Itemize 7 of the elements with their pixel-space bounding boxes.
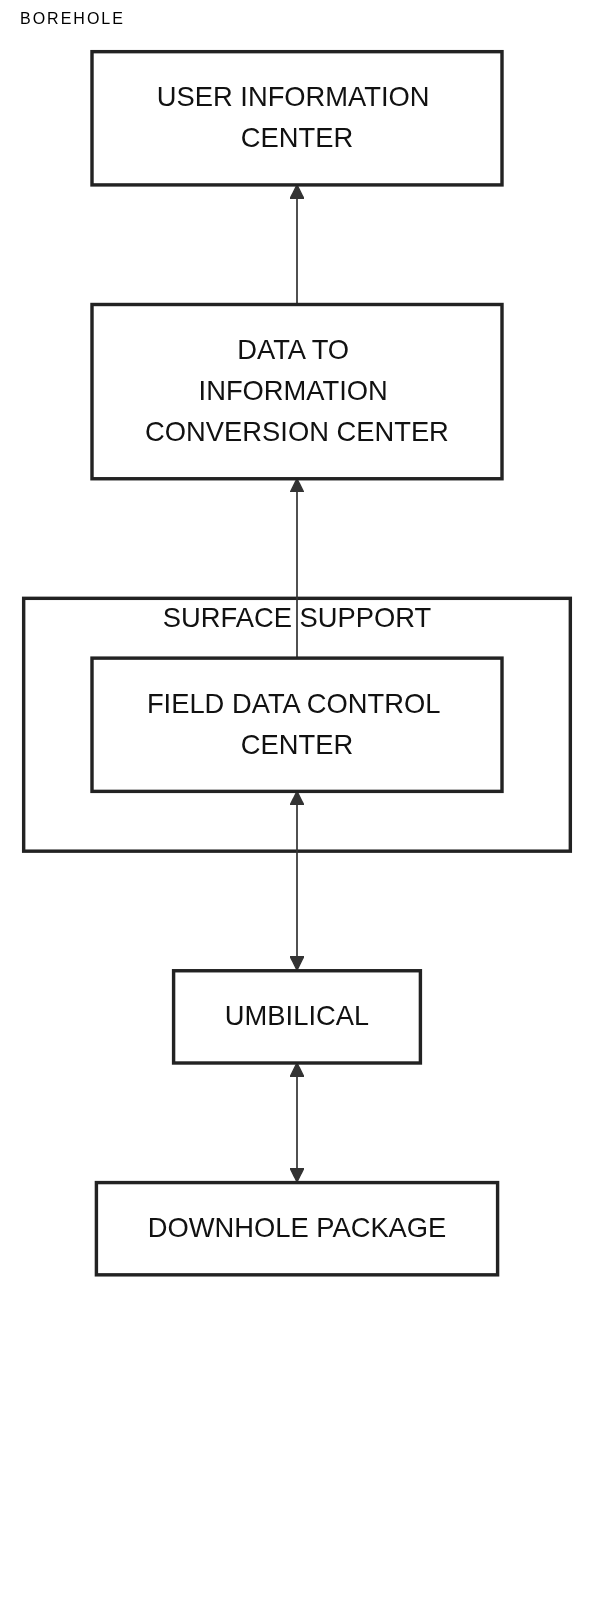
node-box: UMBILICAL [171, 969, 423, 1065]
node-box: USER INFORMATION CENTER [90, 49, 504, 187]
node-box: DOWNHOLE PACKAGE [94, 1180, 500, 1277]
node-box: FIELD DATA CONTROL CENTER [90, 656, 504, 794]
arrow [289, 478, 305, 659]
node-box: DATA TO INFORMATION CONVERSION CENTER [90, 302, 504, 481]
borehole-label: BOREHOLE [20, 10, 126, 28]
